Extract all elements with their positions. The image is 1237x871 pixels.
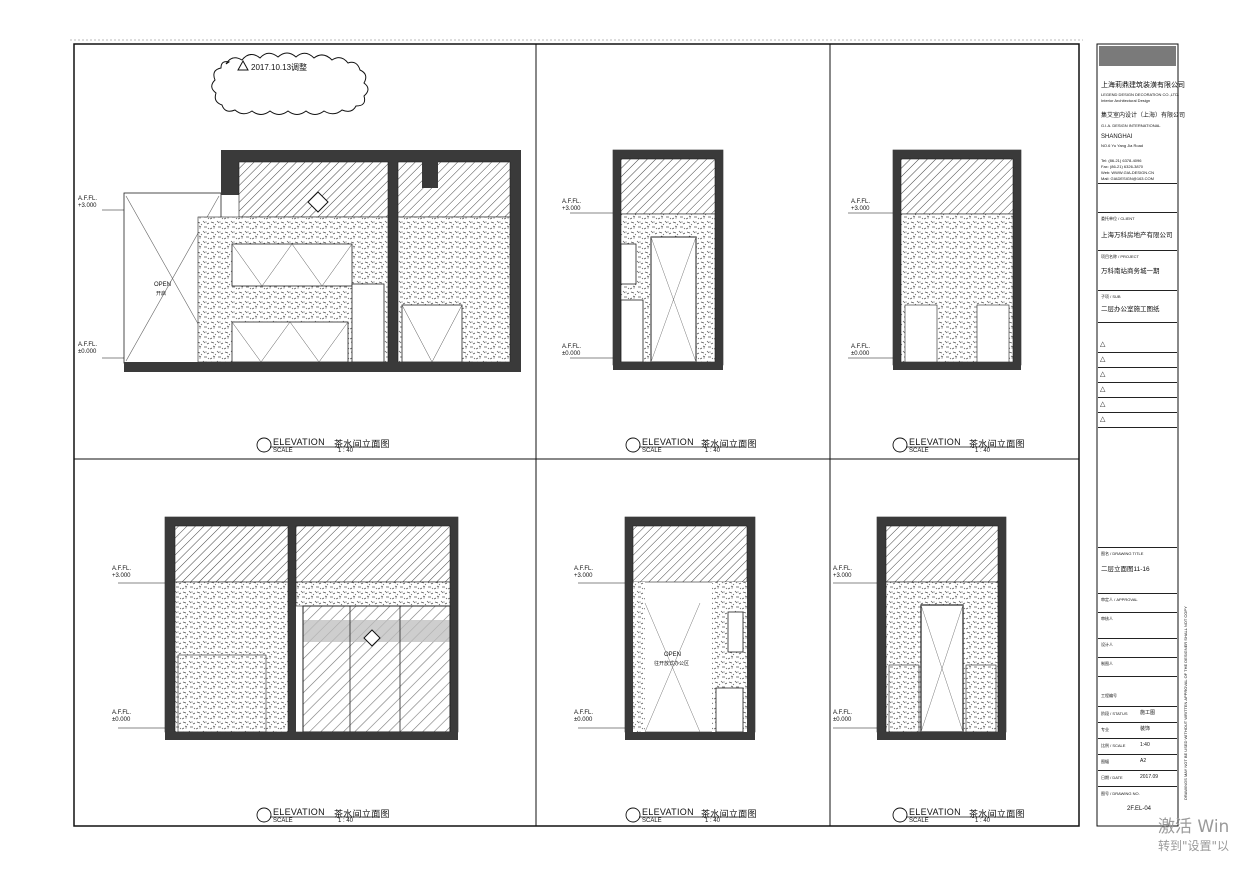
sub-label: 子项 / SUB bbox=[1101, 294, 1121, 299]
approval-label: 审定人 / APPROVAL bbox=[1101, 597, 1138, 602]
activation-watermark-line1: 激活 Win bbox=[1158, 817, 1230, 837]
design-company-en: G.I.A. DESIGN INTERNATIONAL bbox=[1101, 123, 1161, 128]
scale-value: 1:40 bbox=[1140, 742, 1150, 748]
afl-ceiling-3: A.F.FL.+3.000 bbox=[851, 199, 871, 212]
sub-value: 二层办公室施工图纸 bbox=[1101, 306, 1160, 313]
afl-floor-1: A.F.FL.±0.000 bbox=[78, 342, 98, 355]
tel: Tel: (86-21) 6378-4096 bbox=[1101, 158, 1142, 163]
afl-ceiling-5: A.F.FL.+3.000 bbox=[574, 566, 594, 579]
size-value: A2 bbox=[1140, 758, 1147, 764]
afl-floor-6: A.F.FL.±0.000 bbox=[833, 710, 853, 723]
status-label: 阶段 / STATUS bbox=[1101, 711, 1128, 716]
review-label: 审核人 bbox=[1101, 616, 1113, 621]
vertical-copyright-note: DRAWINGS MAY NOT BE USED WITHOUT WRITTEN… bbox=[1183, 606, 1188, 800]
rev-mark-4: △ bbox=[1100, 386, 1106, 393]
afl-floor-4: A.F.FL.±0.000 bbox=[112, 710, 132, 723]
rev-mark-6: △ bbox=[1100, 416, 1106, 423]
drawn-label: 制图人 bbox=[1101, 661, 1113, 666]
designer-label: 设计人 bbox=[1101, 642, 1113, 647]
elevation-6-drawing bbox=[876, 516, 1007, 740]
elevation-2-drawing bbox=[612, 149, 724, 370]
open-sub-label-2: 往开放式办公区 bbox=[654, 661, 690, 667]
open-label-1: OPEN bbox=[154, 282, 172, 288]
company-name-cn: 上海莉鼎建筑装潢有限公司 bbox=[1101, 82, 1185, 89]
open-sub-label-1: 开启 bbox=[156, 291, 167, 297]
discipline-value: 装饰 bbox=[1140, 726, 1151, 732]
drawing-title-label: 图名 / DRAWING TITLE bbox=[1101, 551, 1144, 556]
design-company-cn: 集艾室内设计（上海）有限公司 bbox=[1101, 113, 1186, 119]
discipline-label: 专业 bbox=[1101, 727, 1109, 732]
company-name-en: LEGEND DESIGN DECORATION CO.,LTD. bbox=[1101, 92, 1180, 97]
afl-floor-5: A.F.FL.±0.000 bbox=[574, 710, 594, 723]
web: Web: WWW.GIA-DESIGN.CN bbox=[1101, 170, 1155, 175]
mail: Mail: GIADESIGN@163.COM bbox=[1101, 176, 1154, 181]
project-value: 万科南站商务城一期 bbox=[1101, 268, 1160, 275]
afl-ceiling-6: A.F.FL.+3.000 bbox=[833, 566, 853, 579]
company-name-en2: Interior Architectural Design bbox=[1101, 98, 1151, 103]
elevation-symbols bbox=[256, 437, 908, 823]
client-value: 上海万科房地产有限公司 bbox=[1101, 232, 1173, 239]
open-label-2: OPEN bbox=[664, 652, 682, 658]
fax: Fax: (86-21) 6326-3870 bbox=[1101, 164, 1144, 169]
drawing-no-value: 2F.EL-04 bbox=[1127, 806, 1152, 812]
elevation-1-drawing bbox=[123, 150, 521, 372]
afl-ceiling-2: A.F.FL.+3.000 bbox=[562, 199, 582, 212]
afl-floor-3: A.F.FL.±0.000 bbox=[851, 344, 871, 357]
date-value: 2017.09 bbox=[1140, 774, 1159, 780]
client-label: 委托单位 / CLIENT bbox=[1101, 216, 1135, 221]
rev-mark-3: △ bbox=[1100, 371, 1106, 378]
sheet-frame bbox=[73, 43, 1080, 827]
job-no-label: 工程编号 bbox=[1101, 693, 1117, 698]
rev-mark-1: △ bbox=[1100, 341, 1106, 348]
address: NO.6 Yu Yang Jia Road bbox=[1101, 143, 1144, 148]
warning-icon bbox=[237, 59, 249, 71]
elevation-3-drawing bbox=[892, 149, 1022, 370]
revision-cloud-label: 2017.10.13调整 bbox=[251, 63, 308, 72]
direction-marker bbox=[363, 629, 381, 647]
rev-mark-2: △ bbox=[1100, 356, 1106, 363]
project-label: 项目名称 / PROJECT bbox=[1101, 254, 1140, 259]
elevation-5-drawing bbox=[624, 516, 756, 740]
scale-label: 比例 / SCALE bbox=[1101, 743, 1126, 748]
date-label: 日期 / DATE bbox=[1101, 775, 1123, 780]
status-value: 施工图 bbox=[1140, 710, 1156, 716]
revision-cloud bbox=[211, 52, 369, 115]
afl-floor-2: A.F.FL.±0.000 bbox=[562, 344, 582, 357]
rev-mark-5: △ bbox=[1100, 401, 1106, 408]
activation-watermark-line2: 转到"设置"以 bbox=[1158, 839, 1230, 853]
drawing-no-label: 图号 / DRAWING NO. bbox=[1101, 791, 1140, 796]
direction-marker bbox=[307, 191, 329, 213]
size-label: 图幅 bbox=[1101, 759, 1109, 764]
city: SHANGHAI bbox=[1101, 134, 1133, 140]
afl-ceiling-4: A.F.FL.+3.000 bbox=[112, 566, 132, 579]
drawing-title-value: 二层立面图11-16 bbox=[1101, 566, 1150, 573]
afl-ceiling-1: A.F.FL.+3.000 bbox=[78, 196, 98, 209]
elevation-4-drawing bbox=[164, 516, 459, 740]
